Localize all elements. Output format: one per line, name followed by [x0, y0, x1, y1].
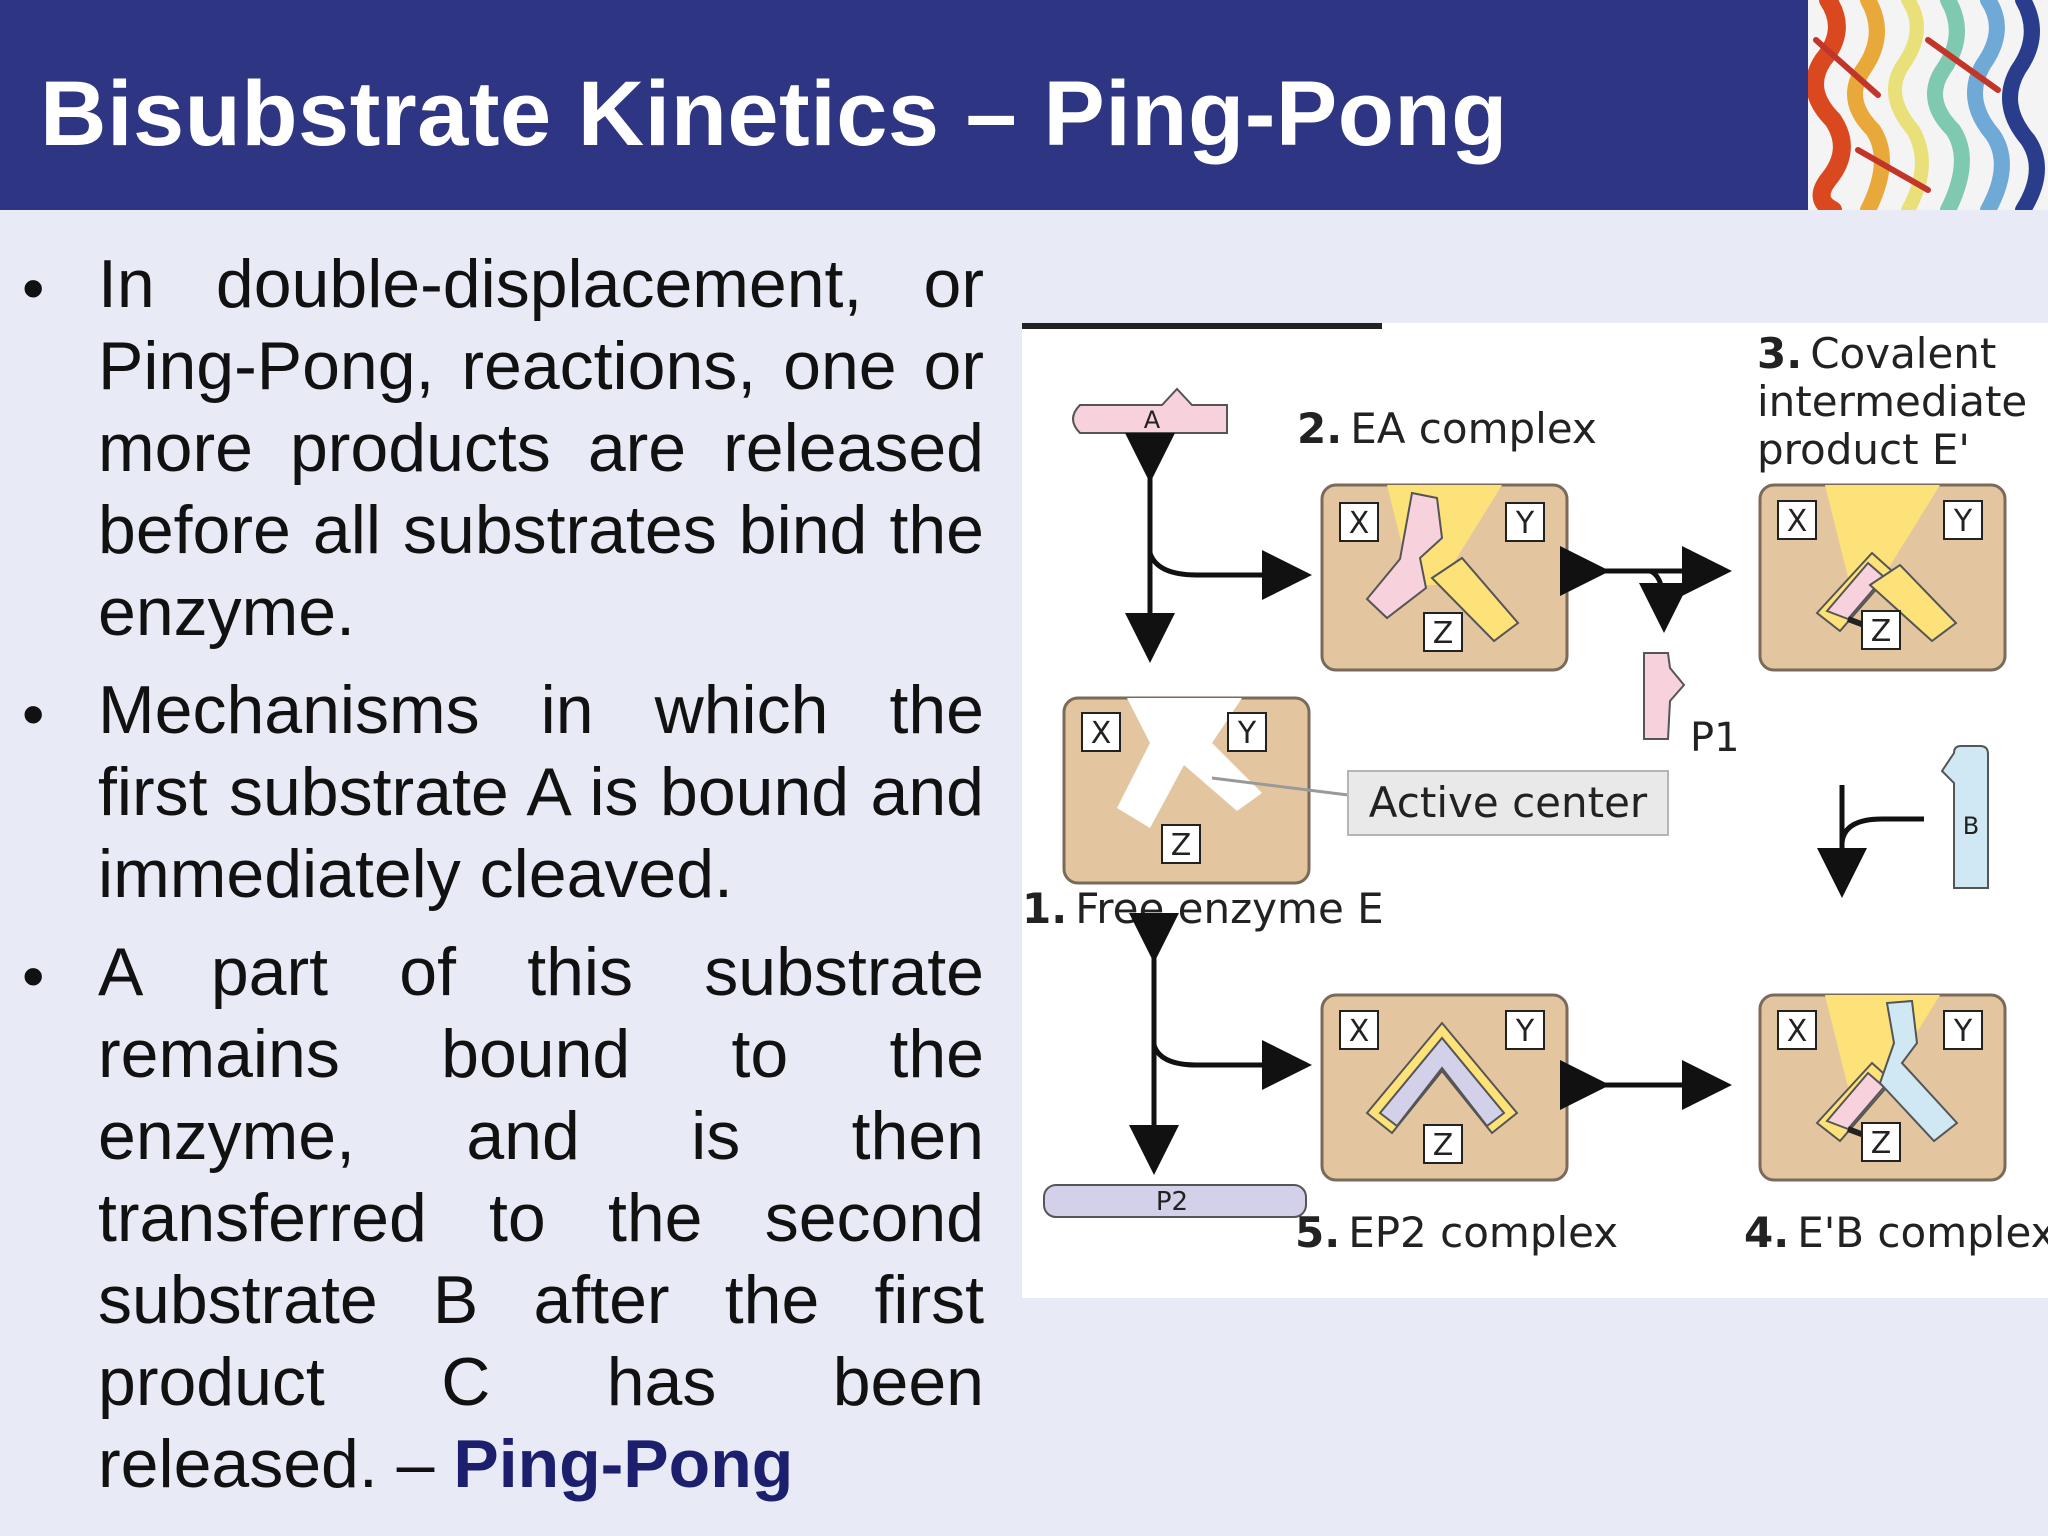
- step2-number: 2.: [1297, 404, 1342, 453]
- binding-arrow-a: [1125, 433, 1312, 663]
- eb-site-z: Z: [1871, 1126, 1892, 1161]
- ep2-site-y: Y: [1515, 1014, 1535, 1049]
- bullet-text: Mechanisms in which the first substrate …: [98, 672, 984, 912]
- free-enzyme: X Y Z: [1062, 696, 1311, 885]
- eprime-intermediate-enzyme: X Y Z: [1758, 483, 2007, 672]
- bullet-list: • In double-displacement, or Ping-Pong, …: [22, 243, 984, 1521]
- bullet-text-main: A part of this substrate remains bound t…: [98, 934, 984, 1502]
- ping-pong-emphasis: Ping-Pong: [453, 1426, 794, 1502]
- ea-site-y: Y: [1515, 506, 1535, 541]
- ping-pong-mechanism-figure: A 2.EA complex 3.Covalent intermediate p…: [1022, 323, 2048, 1298]
- slide-title: Bisubstrate Kinetics – Ping-Pong: [40, 63, 1508, 165]
- bullet-dot: •: [22, 678, 45, 750]
- bullet-item: • In double-displacement, or Ping-Pong, …: [22, 243, 984, 653]
- substrate-a-label: A: [1144, 406, 1161, 434]
- product-p2: P2: [1043, 1184, 1307, 1218]
- active-center-callout: Active center: [1211, 770, 1669, 836]
- step4-label: 4.E'B complex: [1744, 1208, 2048, 1257]
- substrate-b-label: B: [1963, 812, 1979, 840]
- step5-text: EP2 complex: [1348, 1208, 1618, 1257]
- protein-structure-image: [1808, 0, 2048, 210]
- slide-header: Bisubstrate Kinetics – Ping-Pong: [0, 0, 2048, 210]
- step2-label: 2.EA complex: [1297, 404, 1597, 453]
- active-center-label: Active center: [1369, 778, 1648, 827]
- step2-text: EA complex: [1350, 404, 1597, 453]
- bullet-text: In double-displacement, or Ping-Pong, re…: [98, 246, 984, 650]
- ea-site-x: X: [1349, 506, 1370, 541]
- step3-text-1: Covalent: [1810, 329, 1996, 378]
- bullet-item: • A part of this substrate remains bound…: [22, 931, 984, 1505]
- step3-label-line1: 3.Covalent: [1757, 329, 1996, 378]
- product-p2-label: P2: [1156, 1187, 1188, 1217]
- cropped-heading-remnant: [1022, 323, 1382, 329]
- free-site-x: X: [1091, 716, 1112, 751]
- substrate-a: A: [1072, 387, 1228, 434]
- step4-number: 4.: [1744, 1208, 1789, 1257]
- step5-label: 5.EP2 complex: [1295, 1208, 1618, 1257]
- bullet-dot: •: [22, 252, 45, 324]
- free-site-z: Z: [1171, 828, 1192, 863]
- product-p1: P1: [1643, 652, 1740, 761]
- step5-number: 5.: [1295, 1208, 1340, 1257]
- eprime-site-z: Z: [1871, 614, 1892, 649]
- ep2-complex-enzyme: X Y Z: [1320, 993, 1569, 1182]
- eprime-site-x: X: [1787, 504, 1808, 539]
- release-arrow-p2: [1129, 913, 1312, 1175]
- bullet-item: • Mechanisms in which the first substrat…: [22, 669, 984, 915]
- product-p1-label: P1: [1690, 715, 1740, 761]
- step3-label-line3: product E': [1757, 425, 1970, 474]
- ea-complex-enzyme: X Y Z: [1320, 483, 1569, 672]
- ea-to-eprime-arrow: [1560, 546, 1732, 633]
- eb-site-x: X: [1787, 1014, 1808, 1049]
- free-site-y: Y: [1237, 716, 1257, 751]
- bullet-text: A part of this substrate remains bound t…: [98, 931, 984, 1505]
- ea-site-z: Z: [1433, 616, 1454, 651]
- step1-label: 1.Free enzyme E: [1022, 884, 1384, 933]
- bullet-dot: •: [22, 940, 45, 1012]
- step3-label-line2: intermediate: [1757, 377, 2027, 426]
- eb-complex-enzyme: X Y Z: [1758, 993, 2007, 1182]
- substrate-b: B: [1940, 745, 1989, 889]
- ep2-site-x: X: [1349, 1014, 1370, 1049]
- step1-text: Free enzyme E: [1075, 884, 1383, 933]
- step4-text: E'B complex: [1797, 1208, 2048, 1257]
- eb-site-y: Y: [1953, 1014, 1973, 1049]
- ep2-site-z: Z: [1433, 1128, 1454, 1163]
- step1-number: 1.: [1022, 884, 1067, 933]
- binding-arrow-b: [1817, 785, 1924, 898]
- step3-number: 3.: [1757, 329, 1802, 378]
- eprime-site-y: Y: [1953, 504, 1973, 539]
